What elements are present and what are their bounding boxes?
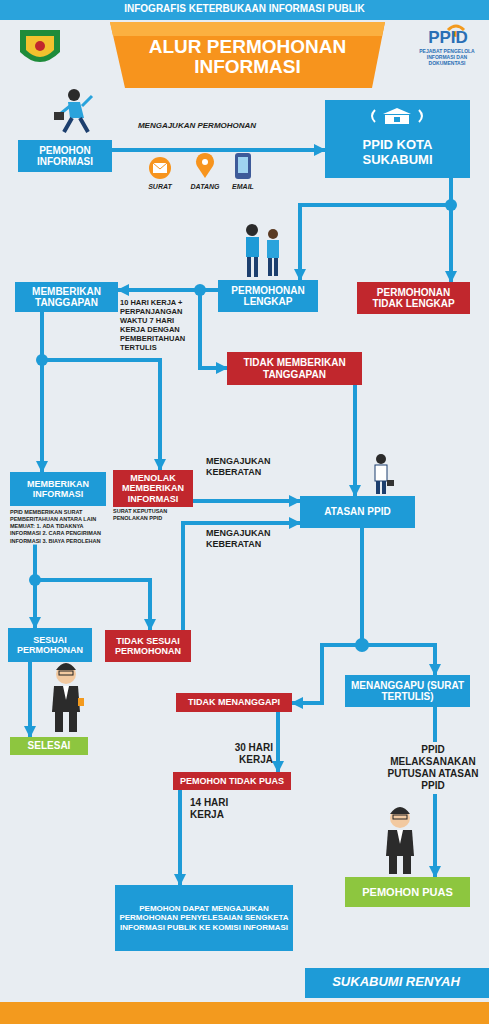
edge-label: 30 HARI KERJA <box>205 742 273 766</box>
flow-arrow <box>35 545 150 630</box>
flow-arrow <box>300 178 451 280</box>
result-box: PEMOHON TIDAK PUAS <box>173 772 291 790</box>
edge-label: MENGAJUKAN KEBERATAN <box>206 528 294 550</box>
request-box: PEMOHON INFORMASI <box>18 140 112 172</box>
city-emblem <box>20 30 60 62</box>
top-band <box>0 0 489 20</box>
box-label: ATASAN PPID <box>324 506 390 518</box>
flow-arrow <box>183 523 300 630</box>
note-text: PPID MEMBERIKAN SURAT PEMBERITAHUAN ANTA… <box>10 509 106 545</box>
dispute-box: PEMOHON DAPAT MENGAJUKAN PERMOHONAN PENY… <box>115 885 293 951</box>
result-box: TIDAK SESUAI PERMOHONAN <box>105 630 191 662</box>
flow-arrow <box>193 499 300 503</box>
flow-arrow <box>362 528 435 675</box>
end-box: SELESAI <box>10 737 88 755</box>
title: ALUR PERMOHONAN INFORMASI <box>125 37 370 77</box>
flow-arrow <box>178 790 182 885</box>
end-box: PEMOHON PUAS <box>345 877 470 907</box>
couple-figure <box>246 224 279 277</box>
runner-figure <box>54 89 92 132</box>
phone-icon <box>235 153 251 179</box>
flow-arrow <box>449 178 453 282</box>
box-label: TIDAK MENANGGAPI <box>188 697 280 707</box>
edge-label: 14 HARI KERJA <box>190 797 250 821</box>
box-label: PEMOHON PUAS <box>362 886 452 899</box>
officer-figure <box>375 454 394 494</box>
process-box: MEMBERIKAN TANGGAPAN <box>15 282 118 312</box>
bottom-band <box>0 1002 489 1024</box>
mail-icon <box>149 157 171 179</box>
box-label: MENANGGAPU (SURAT TERTULIS) <box>349 680 466 703</box>
box-label: MEMBERIKAN INFORMASI <box>10 472 106 506</box>
edge-label: 10 HARI KERJA + PERPANJANGAN WAKTU 7 HAR… <box>120 298 198 352</box>
edge-label: MENGAJUKAN KEBERATAN <box>206 456 294 478</box>
businessman-figure <box>52 663 84 732</box>
annotation: SURAT <box>140 183 180 191</box>
response-box: TIDAK MENANGGAPI <box>176 693 292 712</box>
authority-box: ATASAN PPID <box>300 496 415 528</box>
box-label: TIDAK MEMBERIKAN TANGGAPAN <box>231 357 358 380</box>
title-banner-light <box>110 22 385 36</box>
annotation: PEJABAT PENGELOLA INFORMASI DAN DOKUMENT… <box>410 48 484 66</box>
process-box: TIDAK MEMBERIKAN TANGGAPAN <box>227 352 362 385</box>
box-label: PPID KOTA SUKABUMI <box>329 138 466 168</box>
box-label: PEMOHON DAPAT MENGAJUKAN PERMOHONAN PENY… <box>119 904 289 932</box>
process-box: MEMBERIKAN INFORMASIPPID MEMBERIKAN SURA… <box>10 472 106 545</box>
box-label: MENOLAK MEMBERIKAN INFORMASI <box>117 473 189 504</box>
annotation: SUKABUMI RENYAH <box>308 974 484 990</box>
building-icon <box>367 104 427 128</box>
box-label: MEMBERIKAN TANGGAPAN <box>19 286 114 309</box>
flow-arrow <box>276 712 280 772</box>
annotation: INFOGRAFIS KETERBUKAAN INFORMASI PUBLIK <box>0 3 489 15</box>
box-label: PERMOHONAN LENGKAP <box>222 285 314 308</box>
annotation: SURAT KEPUTUSAN PENOLAKAN PPID <box>113 508 195 521</box>
annotation: DATANG <box>185 183 225 191</box>
result-box: SESUAI PERMOHONAN <box>8 628 92 662</box>
office-box: PPID KOTA SUKABUMI <box>325 100 470 178</box>
title-banner <box>110 22 385 88</box>
process-box: MENOLAK MEMBERIKAN INFORMASI <box>113 470 193 507</box>
annotation: EMAIL <box>223 183 263 191</box>
flow-arrow <box>28 662 32 737</box>
box-label: SESUAI PERMOHONAN <box>12 635 88 656</box>
flow-arrow <box>353 385 357 496</box>
flow-arrow <box>112 148 325 152</box>
response-box: MENANGGAPU (SURAT TERTULIS) <box>345 675 470 707</box>
footer-band <box>305 968 489 998</box>
box-label: PEMOHON TIDAK PUAS <box>180 776 284 786</box>
status-box: PERMOHONAN TIDAK LENGKAP <box>357 282 470 314</box>
businessman-figure <box>386 807 414 874</box>
annotation: PPID <box>418 28 478 48</box>
pin-icon <box>196 153 214 178</box>
box-label: SELESAI <box>28 740 71 752</box>
edge-label: PPID MELAKSANAKAN PUTUSAN ATASAN PPID <box>381 742 485 794</box>
edge-label: MENGAJUKAN PERMOHONAN <box>122 121 272 131</box>
status-box: PERMOHONAN LENGKAP <box>218 280 318 312</box>
box-label: TIDAK SESUAI PERMOHONAN <box>109 636 187 657</box>
box-label: PEMOHON INFORMASI <box>22 145 108 168</box>
box-label: PERMOHONAN TIDAK LENGKAP <box>361 287 466 310</box>
